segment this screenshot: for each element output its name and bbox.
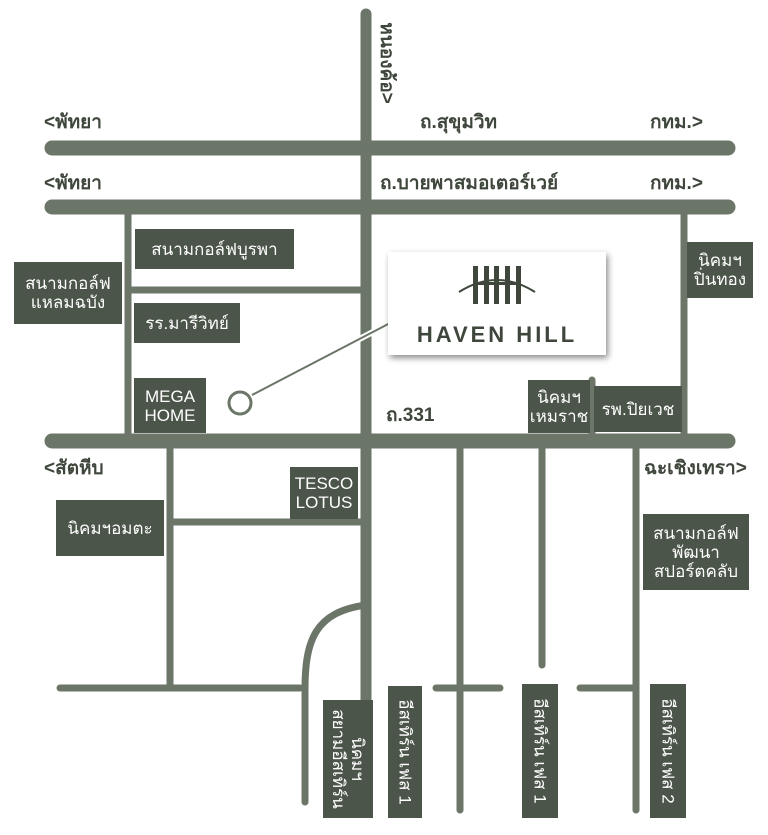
- landmark-piyavej-hospital: รพ.ปิยเวช: [594, 386, 682, 432]
- project-name: HAVEN HILL: [416, 322, 578, 347]
- location-marker-icon: [227, 390, 253, 416]
- landmark-golf-laem-chabang-line2: แหลมฉบัง: [30, 293, 106, 312]
- landmark-eastern-phase1-b: อีสเทิร์น เฟส 1: [522, 684, 558, 818]
- landmark-eastern-phase1-a-label: อีสเทิร์น เฟส 1: [395, 699, 415, 805]
- label-sattahip: <สัตหีบ: [44, 458, 104, 479]
- landmark-eastern-phase2-label: อีสเทิร์น เฟส 2: [658, 698, 678, 804]
- roads: [44, 8, 736, 816]
- project-logo-card: HAVEN HILL: [388, 252, 606, 355]
- landmark-siam-eastern-line2: สยามอีสเทิร์น: [329, 709, 348, 809]
- landmark-eastern-phase1-b-label: อีสเทิร์น เฟส 1: [530, 698, 550, 804]
- landmark-mari-wit-school: รร.มารีวิทย์: [134, 303, 240, 343]
- landmark-golf-phatthana-line1: สนามกอล์ฟ: [653, 523, 739, 543]
- landmark-golf-burapha: สนามกอล์ฟบูรพา: [135, 229, 294, 269]
- landmark-amata-label: นิคมฯอมตะ: [67, 518, 153, 538]
- landmark-siam-eastern-estate: นิคมฯ สยามอีสเทิร์น: [323, 700, 373, 818]
- label-nong-kho: หนองค้อ>: [376, 22, 397, 104]
- landmark-pinthong-line2: ปิ่นทอง: [693, 270, 747, 289]
- landmark-pinthong-line1: นิคมฯ: [698, 251, 742, 270]
- landmark-amata-estate: นิคมฯอมตะ: [56, 500, 164, 556]
- landmark-hemaraj-line2: เหมราช: [529, 406, 589, 426]
- pointer-line-inner: [251, 321, 393, 396]
- landmark-golf-phatthana: สนามกอล์ฟ พัฒนา สปอร์ตคลับ: [643, 514, 749, 590]
- landmark-golf-laem-chabang-line1: สนามกอล์ฟ: [25, 274, 111, 293]
- landmark-mega-home-line2: HOME: [144, 405, 196, 425]
- landmark-golf-phatthana-line2: พัฒนา: [672, 542, 720, 562]
- label-motorway-bypass: ถ.บายพาสมอเตอร์เวย์: [380, 173, 559, 194]
- landmark-tesco-lotus: TESCO LOTUS: [290, 467, 358, 519]
- label-sukhumvit-left: <พัทยา: [44, 112, 102, 133]
- landmark-siam-eastern-label: นิคมฯ สยามอีสเทิร์น: [329, 709, 367, 808]
- label-chachoengsao: ฉะเชิงเทรา>: [644, 458, 747, 479]
- label-road-331: ถ.331: [386, 405, 435, 426]
- landmark-piyavej-label: รพ.ปิยเวช: [601, 399, 675, 419]
- landmark-siam-eastern-line1: นิคมฯ: [348, 737, 367, 781]
- label-bypass-right: กทม.>: [650, 173, 703, 194]
- road-curve: [301, 601, 370, 806]
- landmark-pinthong-estate: นิคมฯ ปิ่นทอง: [687, 242, 753, 298]
- label-sukhumvit-right: กทม.>: [650, 112, 703, 133]
- label-sukhumvit: ถ.สุขุมวิท: [420, 112, 498, 133]
- landmark-golf-burapha-label: สนามกอล์ฟบูรพา: [151, 239, 278, 259]
- landmark-mega-home-line1: MEGA: [144, 386, 196, 406]
- landmark-mega-home: MEGA HOME: [134, 378, 206, 433]
- label-bypass-left: <พัทยา: [44, 173, 102, 194]
- landmark-eastern-phase2: อีสเทิร์น เฟส 2: [650, 684, 686, 818]
- landmark-hemaraj-line1: นิคมฯ: [537, 387, 581, 407]
- landmark-golf-laem-chabang: สนามกอล์ฟ แหลมฉบัง: [14, 262, 122, 324]
- landmark-tesco-line1: TESCO: [294, 474, 354, 493]
- haven-hill-logo-icon: [458, 266, 536, 304]
- landmark-mari-wit-school-label: รร.มารีวิทย์: [145, 313, 229, 333]
- landmark-eastern-phase1-a: อีสเทิร์น เฟส 1: [388, 686, 422, 818]
- landmark-tesco-line2: LOTUS: [295, 493, 353, 512]
- landmark-hemaraj-estate: นิคมฯ เหมราช: [528, 380, 590, 433]
- landmark-golf-phatthana-line3: สปอร์ตคลับ: [653, 561, 739, 581]
